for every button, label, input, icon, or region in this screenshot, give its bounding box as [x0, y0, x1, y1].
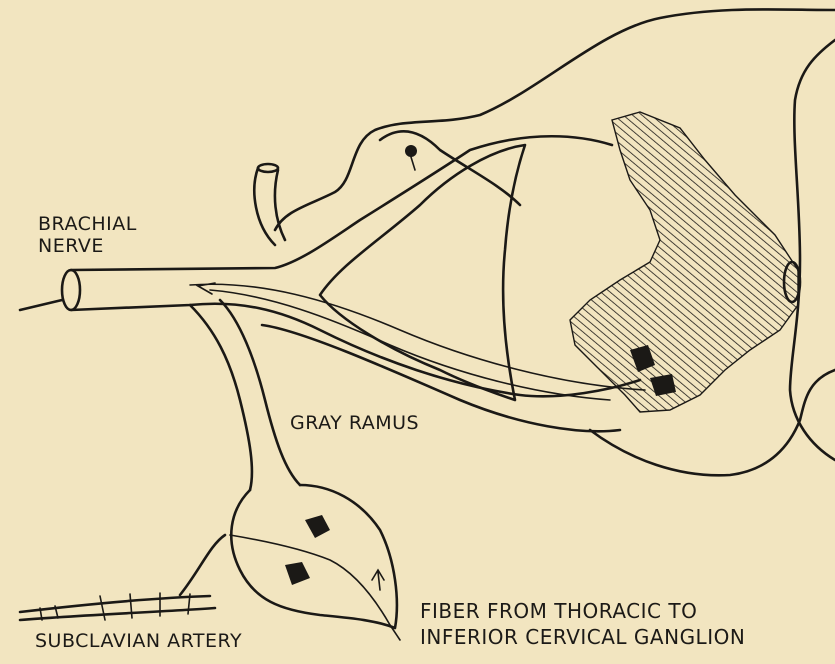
brachial-nerve-tail [20, 300, 62, 310]
spinal-cord-outline [275, 9, 835, 230]
fiber-label-line1: FIBER FROM THORACIC TO [420, 600, 745, 622]
artery-vessel [180, 535, 225, 595]
root-stub [254, 168, 285, 245]
gray-ramus-label: GRAY RAMUS [290, 412, 419, 434]
subclavian-artery [20, 596, 215, 620]
brachial-nerve-label: BRACHIAL NERVE [38, 213, 137, 257]
brachial-nerve-upper [71, 136, 612, 270]
ganglion-inner [230, 535, 390, 625]
gray-matter [570, 112, 798, 412]
fiber-label-line2: INFERIOR CERVICAL GANGLION [420, 626, 745, 648]
brachial-nerve-label-line2: NERVE [38, 235, 137, 257]
subclavian-artery-label: SUBCLAVIAN ARTERY [35, 630, 242, 652]
ganglion-outline [231, 485, 397, 628]
brachial-nerve-end [62, 270, 80, 310]
ganglion-cell-lower [285, 562, 310, 585]
brachial-nerve-label-line1: BRACHIAL [38, 213, 137, 235]
brachial-nerve-lower [71, 304, 640, 397]
gray-ramus-right [220, 300, 300, 485]
fiber-label: FIBER FROM THORACIC TO INFERIOR CERVICAL… [420, 600, 745, 648]
ganglion-cell-upper [305, 515, 330, 538]
median-fissure [790, 40, 835, 460]
dorsal-ganglion-cell [405, 145, 417, 157]
